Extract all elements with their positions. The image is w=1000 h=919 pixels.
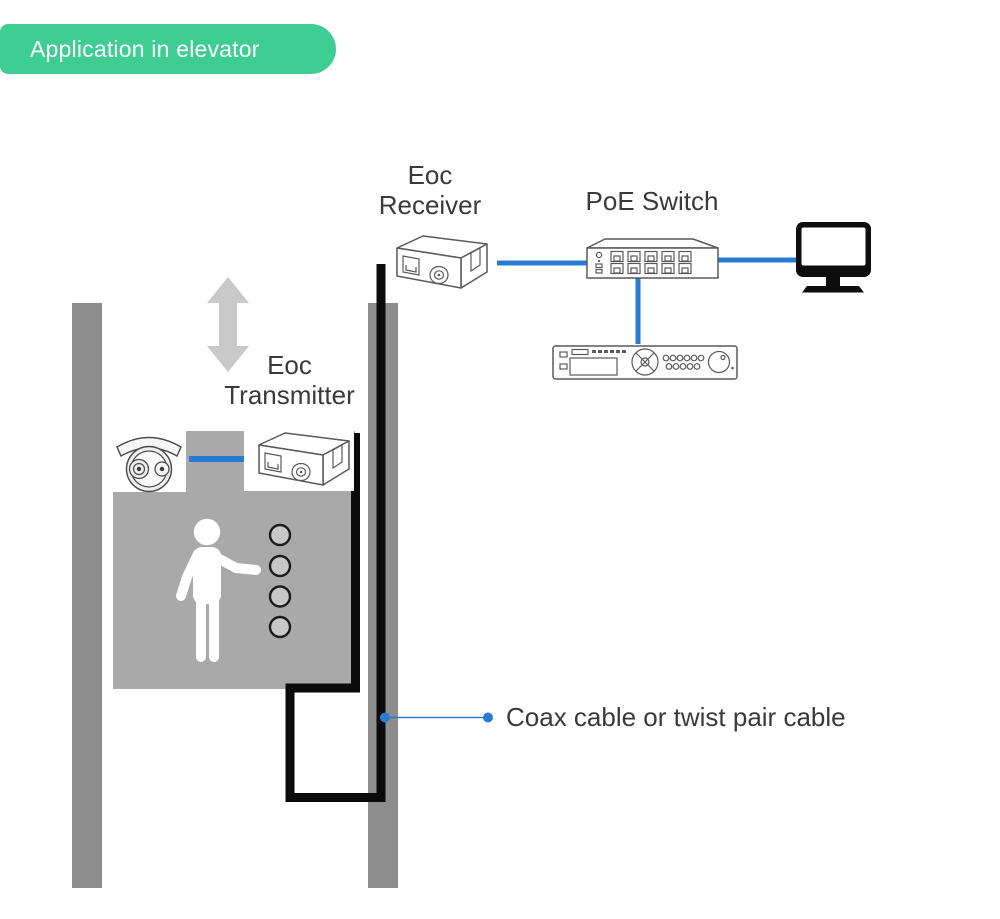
coax-cable-line <box>285 264 386 802</box>
cable-callout-text: Coax cable or twist pair cable <box>506 702 846 732</box>
cable-callout-leader <box>380 712 493 723</box>
turret-camera-icon <box>112 429 186 493</box>
title-badge: Application in elevator <box>0 24 336 74</box>
eoc-transmitter-icon <box>244 430 354 491</box>
poe-switch-label-text: PoE Switch <box>585 186 719 216</box>
cable-callout-label: Coax cable or twist pair cable <box>506 702 926 732</box>
eoc-transmitter-label-line2: Transmitter <box>224 380 355 410</box>
person-icon <box>176 518 261 662</box>
eoc-receiver-label-line2: Receiver <box>378 190 482 220</box>
eoc-transmitter-label: Eoc Transmitter <box>212 350 367 410</box>
eoc-receiver-label: Eoc Receiver <box>355 160 505 220</box>
title-badge-label: Application in elevator <box>30 35 260 62</box>
monitor-icon <box>796 222 871 293</box>
eoc-receiver-label-line1: Eoc <box>407 160 453 190</box>
poe-switch-icon <box>586 238 719 279</box>
switch-ports <box>610 250 692 275</box>
poe-switch-label: PoE Switch <box>577 186 727 216</box>
up-down-arrow-icon <box>207 277 249 372</box>
elevator-buttons-icon <box>268 523 292 639</box>
nvr-recorder-icon <box>552 345 738 380</box>
eoc-transmitter-label-line1: Eoc <box>267 350 312 380</box>
eoc-receiver-icon <box>396 235 488 289</box>
shaft-left-rail <box>72 303 102 888</box>
